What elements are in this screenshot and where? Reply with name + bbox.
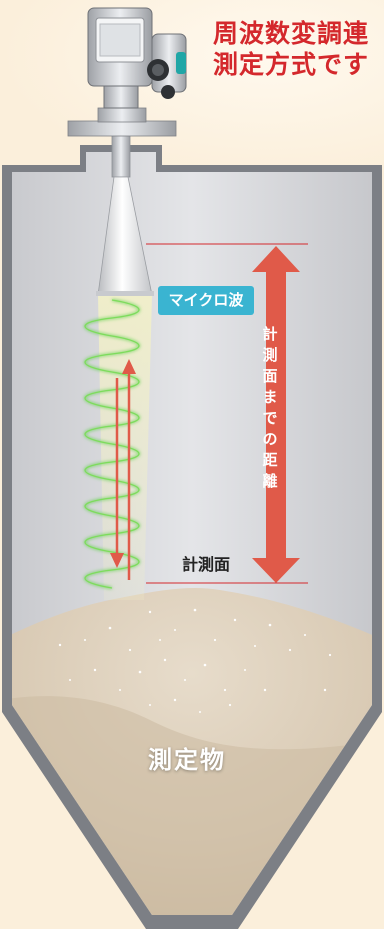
diagram-title: 周波数変調連 測定方式です	[213, 18, 369, 80]
surface-label: 計測面	[182, 555, 231, 574]
title-line-1: 周波数変調連	[213, 19, 370, 48]
distance-label: 計測面までの距離	[262, 325, 278, 490]
microwave-label: マイクロ波	[158, 286, 254, 315]
microwave-wave-icon	[84, 298, 140, 590]
level-transmitter-icon	[87, 7, 187, 109]
background-glow	[0, 0, 384, 180]
material-particles	[58, 608, 332, 713]
horn-antenna-icon	[96, 134, 154, 296]
signal-arrows	[110, 359, 136, 580]
title-line-2: 測定方式です	[213, 50, 370, 79]
distance-double-arrow	[252, 246, 300, 583]
material-label: 測定物	[148, 746, 226, 774]
mounting-flange	[67, 107, 177, 137]
